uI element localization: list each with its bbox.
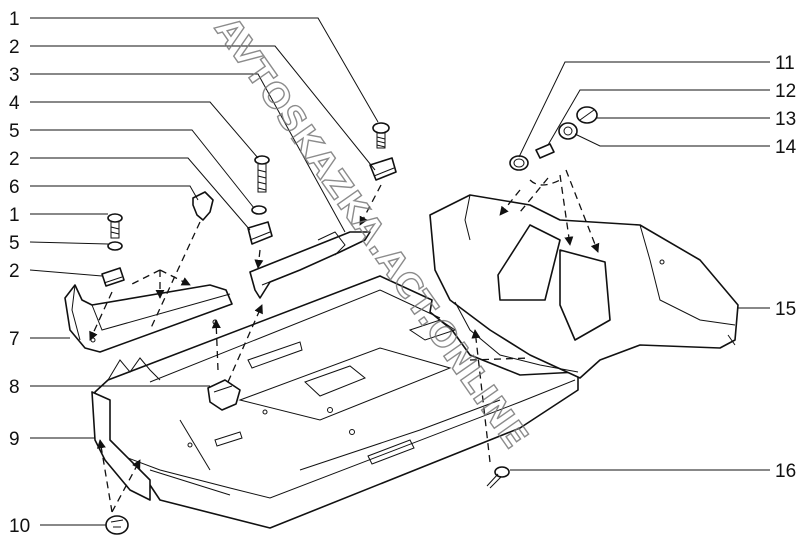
callout-4: 4 xyxy=(9,93,20,114)
screw-16 xyxy=(486,466,510,489)
callout-11: 11 xyxy=(775,53,795,74)
callout-13: 13 xyxy=(775,109,796,130)
screw-1-top xyxy=(372,122,390,149)
callout-5-left: 5 xyxy=(9,233,20,254)
callout-16: 16 xyxy=(775,461,796,482)
callouts-right: 11 12 13 14 15 16 xyxy=(775,53,797,482)
washer-5-upper xyxy=(251,205,267,215)
grommet-11 xyxy=(509,155,529,171)
callout-2-top: 2 xyxy=(9,37,20,58)
callout-8: 8 xyxy=(9,377,20,398)
side-trim-strip xyxy=(64,284,233,353)
callout-14: 14 xyxy=(775,137,797,158)
assembly-arrows xyxy=(89,169,600,513)
clip-2-top xyxy=(369,157,397,181)
clip-2-mid xyxy=(247,221,273,245)
callout-2-left: 2 xyxy=(9,261,20,282)
cap-10 xyxy=(105,515,129,535)
callout-6: 6 xyxy=(9,177,20,198)
callout-7: 7 xyxy=(9,329,20,350)
callout-10: 10 xyxy=(9,516,30,537)
callout-15: 15 xyxy=(775,299,796,320)
callouts-left: 1 2 3 4 5 2 6 1 5 2 7 8 9 10 xyxy=(9,9,30,537)
floor-panel xyxy=(91,275,579,529)
callout-5-top: 5 xyxy=(9,121,20,142)
leader-lines xyxy=(29,17,770,526)
center-bracket xyxy=(249,231,371,299)
pin-12 xyxy=(535,143,555,159)
washer-14 xyxy=(558,122,578,140)
callout-12: 12 xyxy=(775,81,796,102)
callout-9: 9 xyxy=(9,429,20,450)
rear-trim-panel xyxy=(429,194,739,379)
washer-5-left xyxy=(107,241,123,251)
screw-1-left xyxy=(107,213,123,239)
callout-2-mid: 2 xyxy=(9,149,20,170)
clip-2-left xyxy=(101,267,125,287)
callout-3: 3 xyxy=(9,65,20,86)
screw-4 xyxy=(254,155,270,193)
callout-1-top: 1 xyxy=(9,9,20,30)
callout-1-left: 1 xyxy=(9,205,20,226)
cap-13 xyxy=(576,106,598,124)
latch-8 xyxy=(207,379,241,411)
